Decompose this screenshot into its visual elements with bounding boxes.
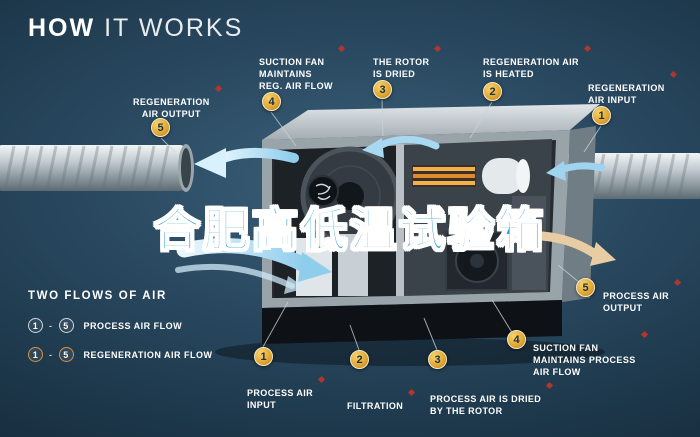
page-title: HOW IT WORKS <box>28 14 243 43</box>
callout-badge-5-regen-output: 5 <box>151 118 170 137</box>
legend-badge-to: 5 <box>58 318 74 333</box>
watermark-text: 合肥高低温试验箱 <box>153 203 546 257</box>
callout-label-regeneration-air-heated: REGENERATION AIR IS HEATED <box>483 44 591 93</box>
callout-label-rotor-is-dried: THE ROTOR IS DRIED <box>373 44 442 93</box>
callout-badge-4-suction-process: 4 <box>507 330 526 349</box>
title-light: IT WORKS <box>104 14 244 42</box>
callout-label-process-air-input: PROCESS AIR INPUT <box>247 375 326 424</box>
callout-label-regeneration-air-output: REGENERATION AIR OUTPUT <box>133 84 222 133</box>
callout-badge-3-process-dried: 3 <box>428 350 447 369</box>
callout-badge-3-rotor-dried: 3 <box>373 80 392 99</box>
legend-badge-from: 1 <box>28 347 43 362</box>
callout-label-process-air-output: PROCESS AIR OUTPUT <box>603 278 682 327</box>
callout-label-filtration: FILTRATION <box>347 388 416 424</box>
callout-badge-1-process-input: 1 <box>254 347 273 366</box>
legend-badge-from: 1 <box>28 318 43 333</box>
callout-label-process-air-dried: PROCESS AIR IS DRIED BY THE ROTOR <box>430 381 554 430</box>
callout-badge-5-process-output: 5 <box>576 278 595 297</box>
legend-badge-to: 5 <box>58 347 74 362</box>
callout-badge-4-suction-reg: 4 <box>262 92 281 111</box>
callout-badge-2-filtration: 2 <box>350 350 369 369</box>
callout-badge-2-air-heated: 2 <box>483 82 502 101</box>
legend-row-regeneration: 1 - 5 REGENERATION AIR FLOW <box>28 347 213 362</box>
legend-dash: - <box>49 349 53 360</box>
callout-label-regeneration-air-input: REGENERATION AIR INPUT <box>588 70 677 119</box>
callout-label-suction-fan-process: SUCTION FAN MAINTAINS PROCESS AIR FLOW <box>533 330 648 391</box>
legend: TWO FLOWS OF AIR 1 - 5 PROCESS AIR FLOW … <box>28 290 213 376</box>
legend-title: TWO FLOWS OF AIR <box>28 290 167 302</box>
legend-label-regeneration: REGENERATION AIR FLOW <box>83 349 213 360</box>
callout-label-suction-fan-reg: SUCTION FAN MAINTAINS REG. AIR FLOW <box>259 44 345 105</box>
legend-label-process: PROCESS AIR FLOW <box>83 320 183 331</box>
legend-dash: - <box>49 320 53 331</box>
legend-row-process: 1 - 5 PROCESS AIR FLOW <box>28 318 213 333</box>
callout-badge-1-regen-input: 1 <box>592 106 611 125</box>
title-bold: HOW <box>28 14 96 42</box>
